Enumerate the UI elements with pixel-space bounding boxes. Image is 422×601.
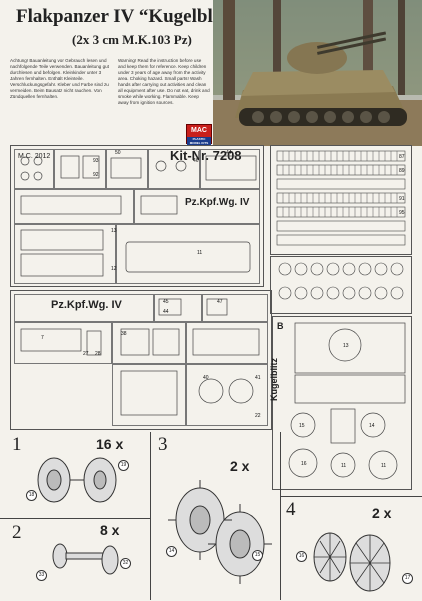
turret-sprue-letter: B: [277, 321, 284, 331]
svg-text:14: 14: [369, 423, 375, 429]
svg-text:45: 45: [163, 299, 169, 305]
svg-text:13: 13: [343, 343, 349, 349]
sprue-frame-tracks: 87 89 91 95: [270, 145, 412, 255]
svg-text:93: 93: [93, 158, 99, 164]
svg-text:46: 46: [193, 158, 199, 164]
svg-text:44: 44: [163, 309, 169, 315]
warning-text-german: Achtung! Bauanleitung vor Gebrauch lesen…: [10, 58, 110, 99]
svg-text:7: 7: [41, 335, 44, 341]
svg-text:44: 44: [226, 150, 232, 156]
svg-text:91: 91: [399, 196, 405, 202]
svg-text:50: 50: [115, 150, 121, 156]
kit-number: Kit-Nr. 7208: [170, 148, 242, 163]
svg-text:41: 41: [255, 375, 261, 381]
step-3-number: 3: [158, 434, 168, 455]
step-2-number: 2: [12, 522, 22, 543]
step-4-part-a: 16: [296, 551, 307, 562]
svg-text:15: 15: [299, 423, 305, 429]
step-3-multiplier: 2 x: [230, 458, 250, 474]
step-3-part-b: 15: [252, 550, 263, 561]
step-3-panel: 3 2 x 14 15: [150, 432, 281, 600]
step-4-panel: 4 2 x 16 17: [280, 496, 422, 601]
svg-text:11: 11: [197, 250, 202, 256]
step-2-panel: 2 8 x 33 32: [0, 518, 151, 600]
hull-sprue-label: Pz.Kpf.Wg. IV: [185, 197, 250, 208]
warning-text-english: Warning! Read the instruction before use…: [118, 58, 210, 105]
svg-text:87: 87: [399, 154, 405, 160]
step-1-part-b: 19: [118, 460, 129, 471]
step-1-number: 1: [12, 434, 22, 455]
svg-text:22: 22: [255, 413, 261, 419]
step-1-panel: 1 16 x 18 19: [0, 432, 151, 519]
svg-text:16: 16: [301, 461, 307, 467]
svg-text:27: 27: [83, 351, 89, 357]
step-1-multiplier: 16 x: [96, 436, 124, 452]
svg-text:89: 89: [399, 168, 405, 174]
step-2-multiplier: 8 x: [100, 522, 120, 538]
step-4-multiplier: 2 x: [372, 505, 392, 521]
instruction-title: Flakpanzer IV “Kugelblitz”: [16, 6, 243, 27]
sprue-frame-lower: Pz.Kpf.Wg. IV 45 44 47 7 27 28 38 40 41 22: [10, 290, 272, 430]
instruction-subtitle: (2x 3 cm M.K.103 Pz): [72, 32, 192, 47]
svg-text:12: 12: [111, 266, 117, 272]
step-2-part-a: 33: [36, 570, 47, 581]
step-4-number: 4: [286, 499, 296, 520]
svg-text:95: 95: [399, 210, 405, 216]
tank-photo: [213, 0, 422, 146]
lower-hull-sprue-label: Pz.Kpf.Wg. IV: [51, 299, 122, 311]
svg-text:40: 40: [203, 375, 209, 381]
step-2-part-b: 32: [120, 558, 131, 569]
step-4-part-b: 17: [402, 573, 413, 584]
step-1-part-a: 18: [26, 490, 37, 501]
step-3-part-a: 14: [166, 546, 177, 557]
svg-text:11: 11: [381, 463, 386, 469]
svg-text:11: 11: [341, 463, 346, 469]
svg-text:47: 47: [217, 299, 223, 305]
svg-text:13: 13: [111, 228, 117, 234]
svg-text:92: 92: [93, 172, 99, 178]
copyright-text: M.C. 2012: [18, 153, 51, 160]
svg-text:38: 38: [121, 331, 127, 337]
sprue-frame-upper: Pz.Kpf.Wg. IV 93 92 50 46 44 13 12 11: [10, 145, 264, 287]
svg-text:28: 28: [95, 351, 101, 357]
sprue-frame-wheels: [270, 256, 412, 314]
